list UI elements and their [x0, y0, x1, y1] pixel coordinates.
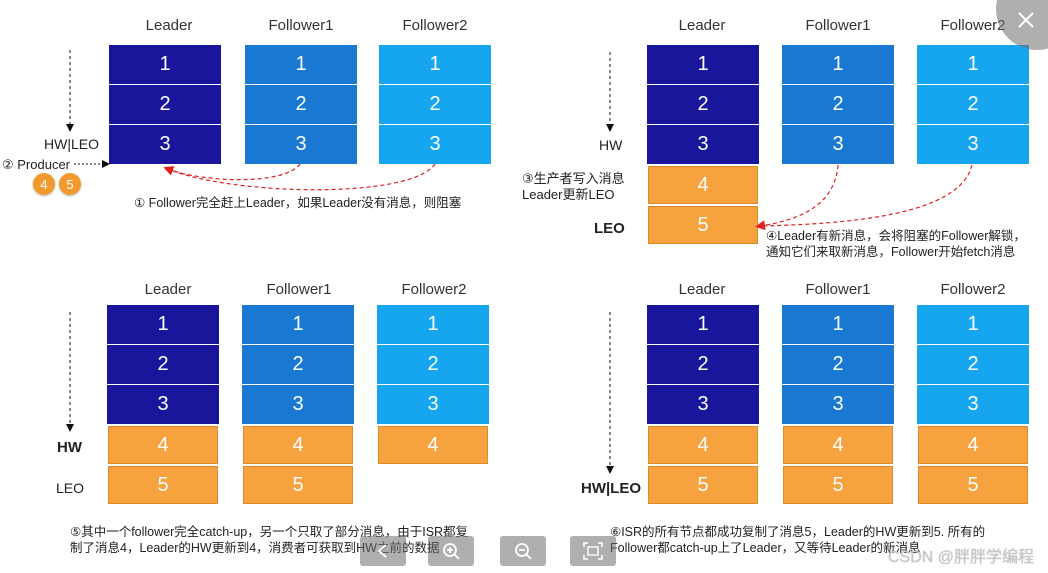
follower2-message: 2 — [377, 345, 489, 384]
header-follower1: Follower1 — [268, 17, 334, 34]
follower2-message: 3 — [917, 125, 1029, 164]
header-follower2: Follower2 — [940, 281, 1006, 298]
header-leader: Leader — [145, 17, 193, 34]
follower1-message: 3 — [782, 385, 894, 424]
follower1-new-message: 4 — [783, 426, 893, 464]
leo-label: LEO — [594, 220, 625, 237]
leader-message: 3 — [647, 125, 759, 164]
follower1-new-message: 4 — [243, 426, 353, 464]
hw-label: HW — [599, 137, 623, 153]
step-3-note-line: ③生产者写入消息 — [522, 171, 625, 186]
header-follower2: Follower2 — [402, 17, 468, 34]
follower2-message: 3 — [917, 385, 1029, 424]
follower2-message: 1 — [917, 305, 1029, 344]
header-follower2: Follower2 — [401, 281, 467, 298]
zoom-out-button[interactable] — [500, 536, 546, 566]
fetch-arrow — [163, 163, 301, 181]
header-follower1: Follower1 — [266, 281, 332, 298]
leader-message: 2 — [109, 85, 221, 124]
pending-message-badge: 5 — [59, 173, 81, 195]
follower1-new-message: 5 — [243, 466, 353, 504]
follower2-message: 1 — [377, 305, 489, 344]
pending-message-badge: 4 — [33, 173, 55, 195]
follower2-message: 1 — [379, 45, 491, 84]
leader-message: 1 — [647, 45, 759, 84]
leader-message: 2 — [107, 345, 219, 384]
producer-label: ② Producer — [2, 157, 71, 172]
csdn-watermark: CSDN @胖胖学编程 — [887, 549, 1034, 566]
leader-message: 3 — [107, 385, 219, 424]
follower2-message: 3 — [377, 385, 489, 424]
header-leader: Leader — [678, 281, 726, 298]
zoom-out-icon — [515, 543, 532, 560]
step-5-caption-line: ⑤其中一个follower完全catch-up，另一个只取了部分消息，由于ISR… — [70, 525, 469, 539]
leader-new-message: 5 — [108, 466, 218, 504]
hw-leo-label: HW|LEO — [581, 480, 642, 497]
step-4-caption-line: 通知它们来取新消息，Follower开始fetch消息 — [766, 245, 1016, 259]
prev-button[interactable] — [360, 536, 406, 566]
follower1-message: 2 — [242, 345, 354, 384]
follower1-new-message: 5 — [783, 466, 893, 504]
step-3-note-line: Leader更新LEO — [522, 187, 615, 202]
fit-screen-button[interactable] — [570, 536, 616, 566]
close-icon — [1018, 12, 1034, 28]
follower1-message: 3 — [782, 125, 894, 164]
hw-leo-label: HW|LEO — [44, 136, 99, 152]
fit-screen-icon — [583, 542, 603, 560]
follower1-message: 2 — [245, 85, 357, 124]
header-leader: Leader — [678, 17, 726, 34]
leo-label: LEO — [56, 480, 85, 496]
follower2-message: 1 — [917, 45, 1029, 84]
header-follower2: Follower2 — [940, 17, 1006, 34]
header-follower1: Follower1 — [805, 281, 871, 298]
step-4-caption-line: ④Leader有新消息，会将阻塞的Follower解锁， — [766, 229, 1026, 243]
leader-new-message: 4 — [108, 426, 218, 464]
follower2-message: 3 — [379, 125, 491, 164]
leader-message: 3 — [109, 125, 221, 164]
leader-message: 1 — [107, 305, 219, 344]
leader-message: 2 — [647, 345, 759, 384]
follower1-message: 1 — [242, 305, 354, 344]
leader-message: 3 — [647, 385, 759, 424]
leader-new-message: 5 — [648, 206, 758, 244]
follower1-message: 2 — [782, 345, 894, 384]
follower2-new-message: 4 — [918, 426, 1028, 464]
fetch-arrow — [167, 163, 436, 191]
header-follower1: Follower1 — [805, 17, 871, 34]
prev-icon — [377, 544, 387, 558]
leader-message: 2 — [647, 85, 759, 124]
follower2-message: 2 — [917, 345, 1029, 384]
leader-new-message: 4 — [648, 426, 758, 464]
follower1-message: 1 — [782, 305, 894, 344]
fetch-arrow — [759, 164, 973, 227]
zoom-in-icon — [443, 543, 460, 560]
follower2-new-message: 4 — [378, 426, 488, 464]
leader-message: 1 — [109, 45, 221, 84]
hw-label: HW — [57, 439, 82, 456]
follower1-message: 2 — [782, 85, 894, 124]
step-1-caption: ① Follower完全赶上Leader，如果Leader没有消息，则阻塞 — [134, 196, 462, 210]
follower2-new-message: 5 — [918, 466, 1028, 504]
follower1-message: 3 — [245, 125, 357, 164]
fetch-arrow — [755, 164, 839, 231]
leader-message: 1 — [647, 305, 759, 344]
follower1-message: 3 — [242, 385, 354, 424]
follower1-message: 1 — [245, 45, 357, 84]
follower2-message: 2 — [917, 85, 1029, 124]
follower2-message: 2 — [379, 85, 491, 124]
header-leader: Leader — [144, 281, 192, 298]
leader-new-message: 4 — [648, 166, 758, 204]
follower1-message: 1 — [782, 45, 894, 84]
step-5-caption-line: 制了消息4，Leader的HW更新到4，消费者可获取到HW之前的数据 — [70, 541, 440, 555]
zoom-in-button[interactable] — [428, 536, 474, 566]
step-6-caption-line: Follower都catch-up上了Leader，又等待Leader的新消息 — [610, 541, 921, 555]
step-6-caption-line: ⑥ISR的所有节点都成功复制了消息5，Leader的HW更新到5. 所有的 — [610, 525, 986, 539]
leader-new-message: 5 — [648, 466, 758, 504]
